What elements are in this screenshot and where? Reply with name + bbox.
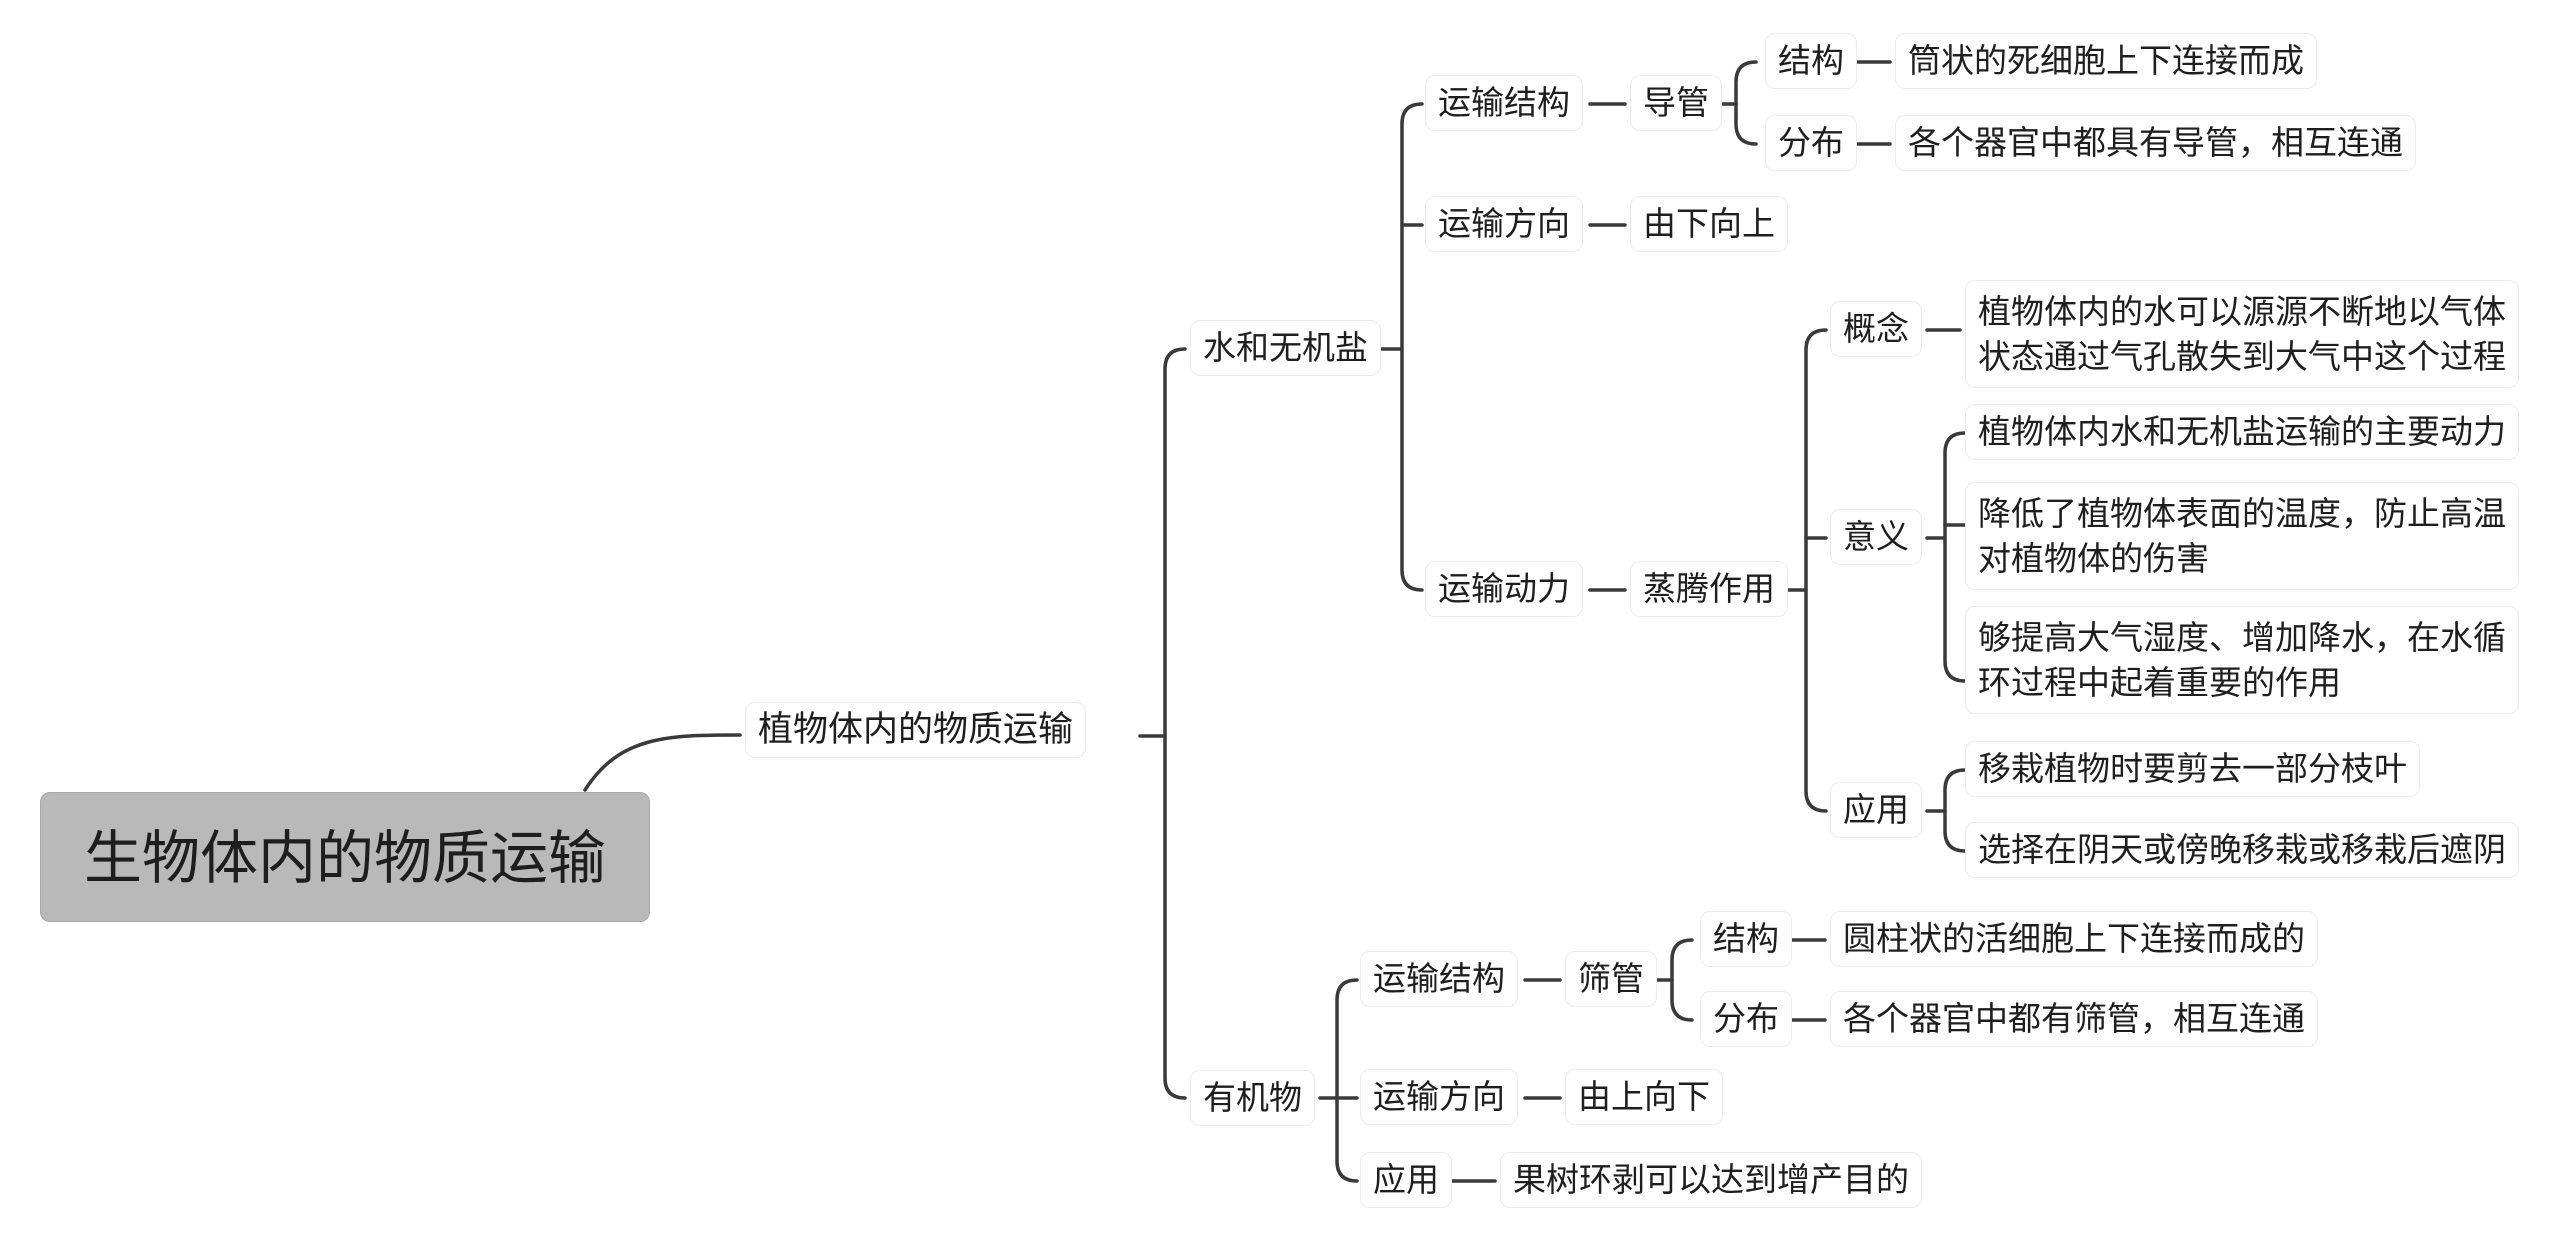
- concept-text[interactable]: 植物体内的水可以源源不断地以气体 状态通过气孔散失到大气中这个过程: [1965, 280, 2519, 388]
- water-power-node[interactable]: 运输动力: [1425, 561, 1583, 617]
- concept-text-line-1: 植物体内的水可以源源不断地以气体: [1978, 292, 2506, 331]
- topic-organic-matter[interactable]: 有机物: [1190, 1070, 1315, 1126]
- concept-label[interactable]: 概念: [1830, 301, 1922, 357]
- sieve-structure-label[interactable]: 结构: [1700, 911, 1792, 967]
- vessel-distribution-label[interactable]: 分布: [1765, 115, 1857, 171]
- root-topic[interactable]: 生物体内的物质运输: [40, 792, 650, 922]
- meaning-item-2-line-2: 对植物体的伤害: [1978, 539, 2209, 578]
- organic-application-node[interactable]: 应用: [1360, 1152, 1452, 1208]
- sieve-distribution-text[interactable]: 各个器官中都有筛管，相互连通: [1830, 991, 2318, 1047]
- application-item-2[interactable]: 选择在阴天或傍晚移栽或移栽后遮阴: [1965, 822, 2519, 878]
- transpiration-node[interactable]: 蒸腾作用: [1630, 561, 1788, 617]
- main-topic[interactable]: 植物体内的物质运输: [745, 702, 1087, 758]
- organic-direction-node[interactable]: 运输方向: [1360, 1069, 1518, 1125]
- organic-direction-value[interactable]: 由上向下: [1565, 1069, 1723, 1125]
- meaning-item-2-line-1: 降低了植物体表面的温度，防止高温: [1978, 494, 2506, 533]
- water-structure-node[interactable]: 运输结构: [1425, 75, 1583, 131]
- meaning-item-1[interactable]: 植物体内水和无机盐运输的主要动力: [1965, 404, 2519, 460]
- meaning-label[interactable]: 意义: [1830, 509, 1922, 565]
- organic-structure-node[interactable]: 运输结构: [1360, 951, 1518, 1007]
- meaning-item-3-line-1: 够提高大气湿度、增加降水，在水循: [1978, 618, 2506, 657]
- vessel-structure-text[interactable]: 筒状的死细胞上下连接而成: [1895, 33, 2317, 89]
- sieve-distribution-label[interactable]: 分布: [1700, 991, 1792, 1047]
- concept-text-line-2: 状态通过气孔散失到大气中这个过程: [1978, 337, 2506, 376]
- vessel-distribution-text[interactable]: 各个器官中都具有导管，相互连通: [1895, 115, 2416, 171]
- meaning-item-2[interactable]: 降低了植物体表面的温度，防止高温 对植物体的伤害: [1965, 482, 2519, 590]
- application-label[interactable]: 应用: [1830, 782, 1922, 838]
- vessel-node[interactable]: 导管: [1630, 75, 1722, 131]
- topic-water-minerals[interactable]: 水和无机盐: [1190, 320, 1381, 376]
- application-item-1[interactable]: 移栽植物时要剪去一部分枝叶: [1965, 741, 2420, 797]
- water-direction-node[interactable]: 运输方向: [1425, 196, 1583, 252]
- vessel-structure-label[interactable]: 结构: [1765, 33, 1857, 89]
- meaning-item-3[interactable]: 够提高大气湿度、增加降水，在水循 环过程中起着重要的作用: [1965, 606, 2519, 714]
- sieve-tube-node[interactable]: 筛管: [1565, 951, 1657, 1007]
- sieve-structure-text[interactable]: 圆柱状的活细胞上下连接而成的: [1830, 911, 2318, 967]
- meaning-item-3-line-2: 环过程中起着重要的作用: [1978, 663, 2341, 702]
- water-direction-value[interactable]: 由下向上: [1630, 196, 1788, 252]
- organic-application-value[interactable]: 果树环剥可以达到增产目的: [1500, 1152, 1922, 1208]
